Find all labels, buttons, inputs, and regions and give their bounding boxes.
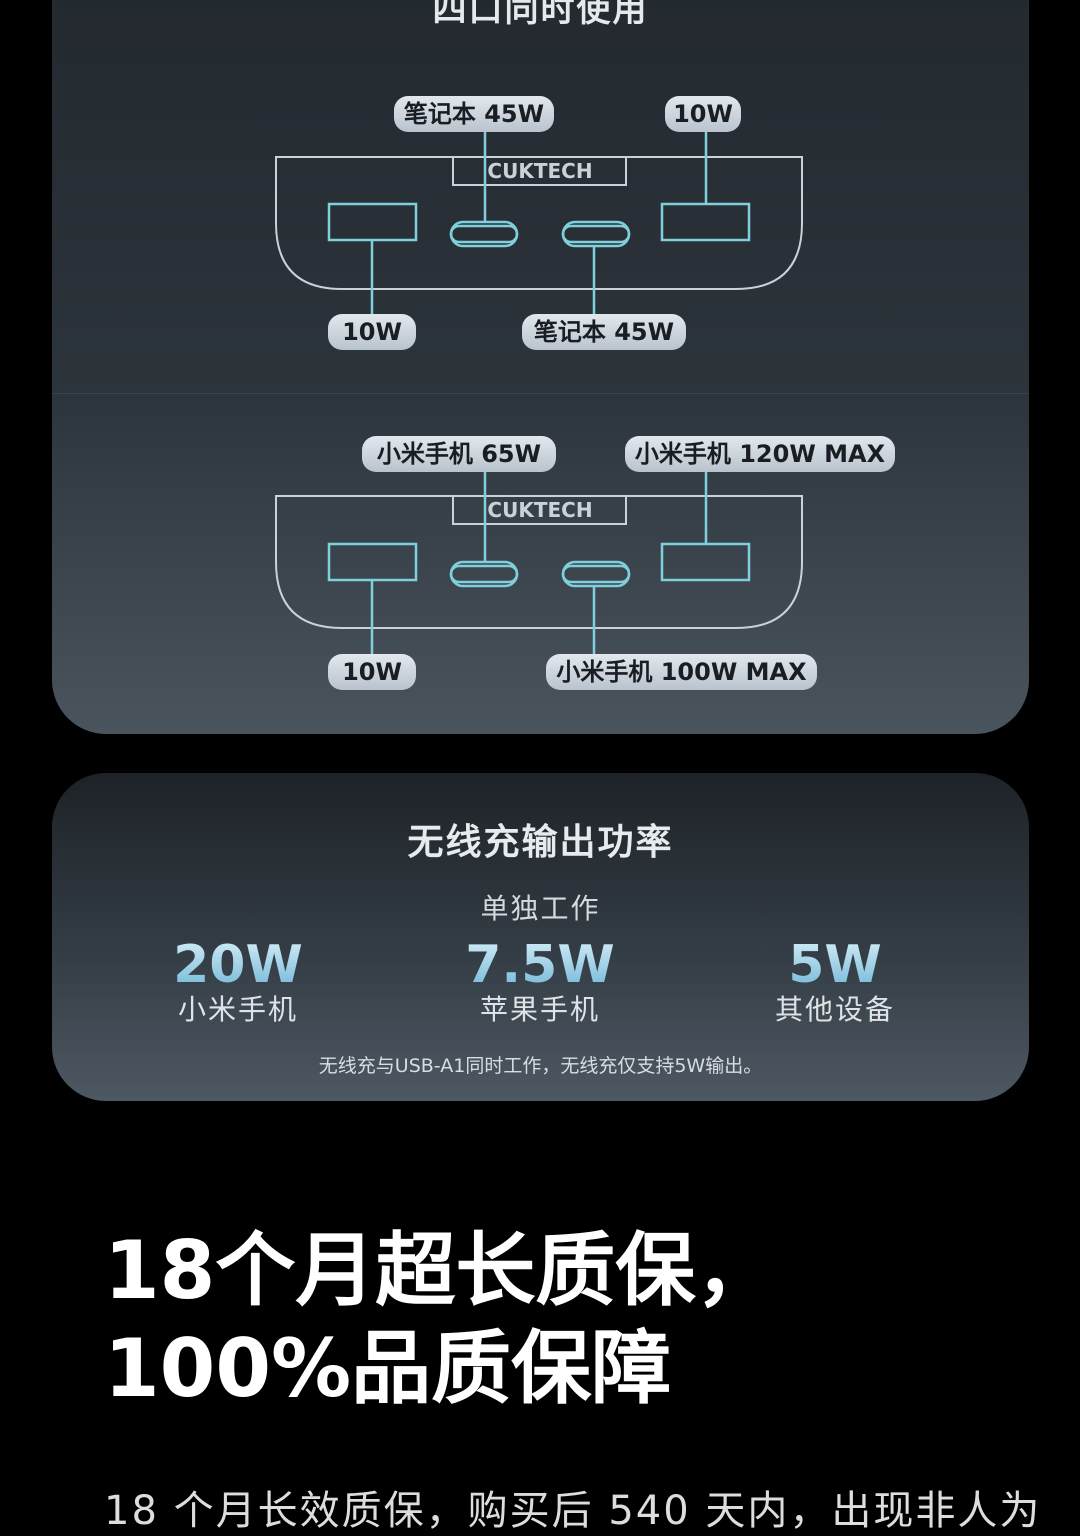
wireless-subtitle: 单独工作: [480, 892, 601, 925]
port-label-usbc1: 小米手机 65W: [362, 436, 556, 472]
headline-line-2: 100%品质保障: [104, 1322, 672, 1415]
stat-label: 小米手机: [177, 993, 298, 1026]
usb-a-port-left: [327, 202, 418, 242]
usb-a-port-right: [660, 542, 751, 582]
section-title: 四口同时使用: [432, 0, 649, 30]
stat-label: 其他设备: [774, 993, 895, 1026]
stat-other: 5W 其他设备: [715, 937, 955, 1027]
port-label-usba-right: 小米手机 120W MAX: [625, 436, 895, 472]
port-label-usbc2: 小米手机 100W MAX: [546, 654, 817, 690]
port-label-usba-left: 10W: [328, 654, 416, 690]
stat-xiaomi: 20W 小米手机: [118, 937, 358, 1027]
ports: [327, 132, 751, 314]
wireless-note: 无线充与USB-A1同时工作，无线充仅支持5W输出。: [318, 1055, 763, 1077]
stat-value: 5W: [715, 937, 955, 993]
port-label-usba-left: 10W: [328, 314, 416, 350]
usb-a-port-left: [327, 542, 418, 582]
stat-label: 苹果手机: [479, 993, 600, 1026]
port-label-usba-right: 10W: [665, 96, 741, 132]
headline-line-1: 18个月超长质保，: [104, 1224, 776, 1317]
charging-ports-card: 四口同时使用 CUKTECH CUKTECH: [52, 0, 1029, 734]
stat-apple: 7.5W 苹果手机: [420, 937, 660, 1027]
usb-a-port-right: [660, 202, 751, 242]
stat-value: 20W: [118, 937, 358, 993]
warranty-headline: 18个月超长质保， 100%品质保障: [104, 1222, 775, 1418]
wireless-output-card: 无线充输出功率 单独工作 20W 小米手机 7.5W 苹果手机 5W 其他设备 …: [52, 773, 1029, 1101]
charger-outline: [275, 156, 803, 290]
brand-logo: CUKTECH: [487, 498, 592, 522]
brand-logo: CUKTECH: [487, 159, 592, 183]
panel-divider: [52, 393, 1029, 394]
charger-outline-2: [275, 495, 803, 629]
stat-value: 7.5W: [420, 937, 660, 993]
port-diagram-1: CUKTECH CUKTECH: [275, 132, 803, 654]
wireless-title: 无线充输出功率: [407, 822, 674, 863]
port-label-usbc2: 笔记本 45W: [522, 314, 686, 350]
warranty-body: 18 个月长效质保，购买后 540 天内，出现非人为: [104, 1488, 1042, 1534]
ports-2: [327, 472, 751, 654]
port-label-usbc1: 笔记本 45W: [394, 96, 554, 132]
